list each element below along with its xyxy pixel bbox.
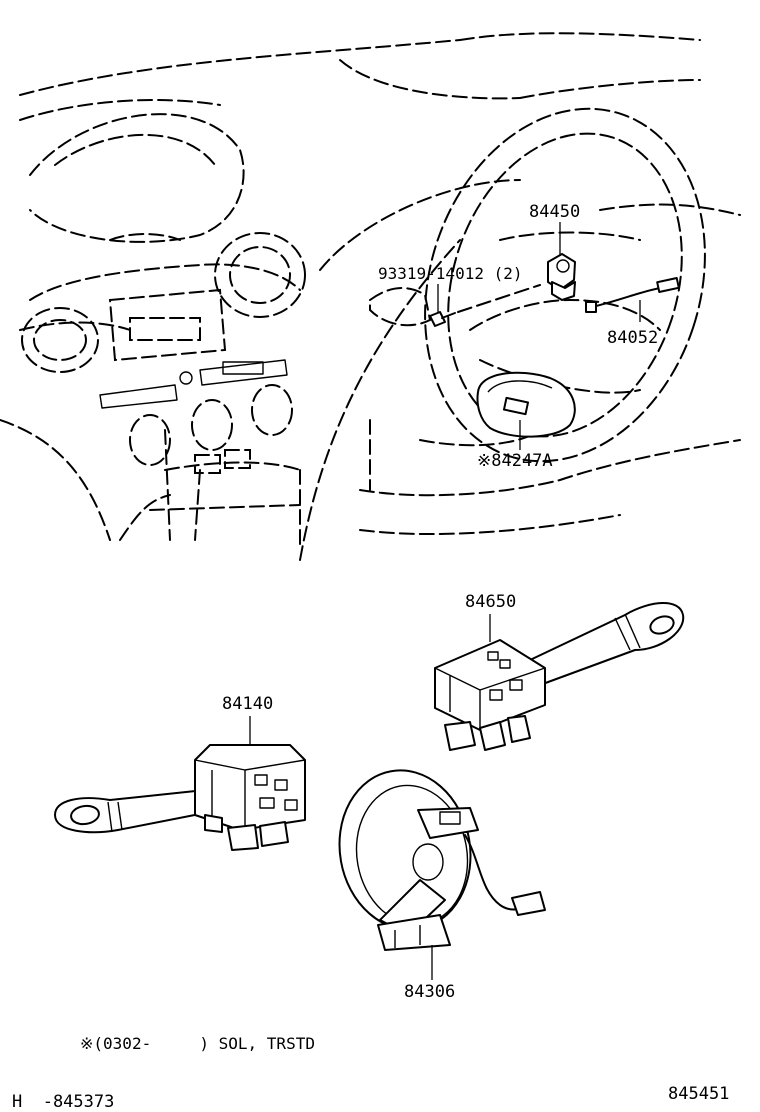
dashboard-outline	[0, 32, 741, 561]
label-84306: 84306	[404, 982, 456, 1002]
part-84450-connector	[547, 222, 576, 301]
footer-right-code: 845451	[668, 1084, 730, 1104]
footnote-sol-trstd: ※(0302- ) SOL, TRSTD	[80, 1034, 315, 1053]
part-84650-switch	[434, 602, 685, 751]
part-84247a-pad	[476, 371, 576, 450]
footer-left-code: H -845373	[12, 1092, 115, 1112]
part-84306-spiral-cable	[338, 769, 546, 980]
label-84052: 84052	[607, 328, 659, 348]
label-84450: 84450	[529, 202, 581, 222]
label-93319-14012: 93319-14012 (2)	[378, 264, 523, 283]
part-93319-bolt	[429, 284, 541, 327]
part-84140-switch	[54, 716, 306, 851]
part-84052-wire	[585, 277, 680, 322]
label-84650: 84650	[465, 592, 517, 612]
label-84140: 84140	[222, 694, 274, 714]
label-84247a: ※84247A	[477, 451, 553, 471]
